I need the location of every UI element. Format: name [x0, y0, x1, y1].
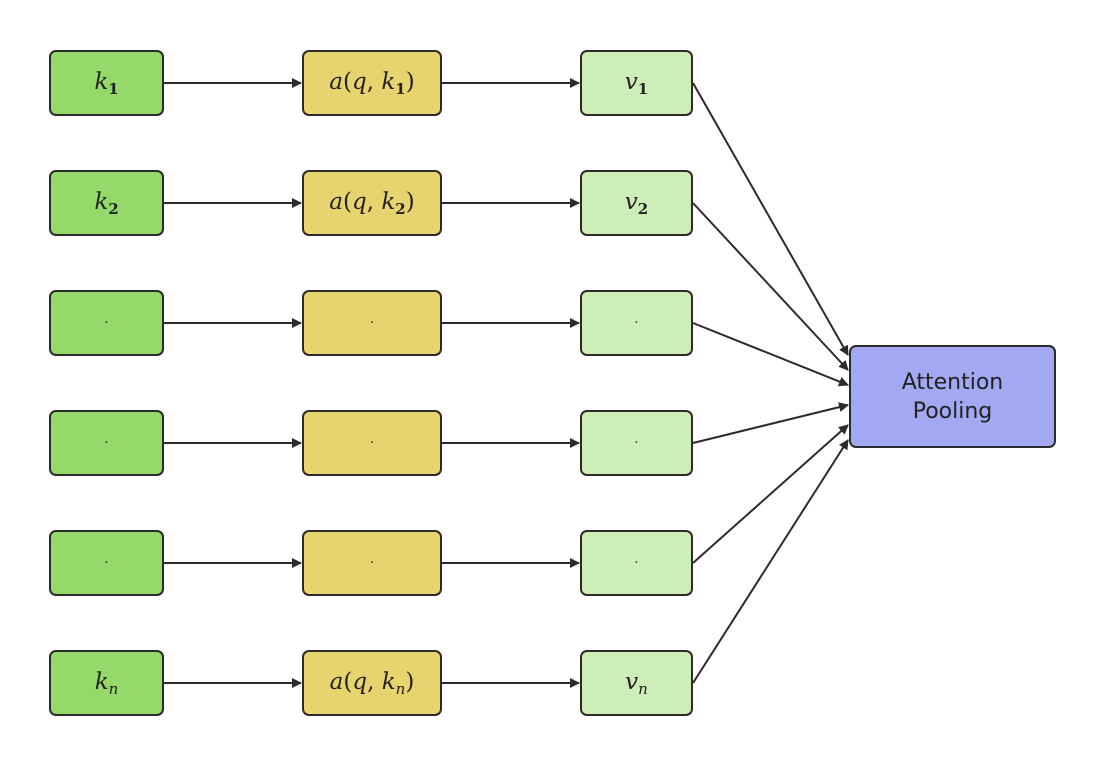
key-label-2: k2: [94, 188, 119, 218]
arrow-value-to-pooling-3: [692, 322, 849, 387]
ellipsis-dot: ·: [104, 315, 109, 331]
key-node-n: kn: [49, 650, 164, 716]
arrow-value-to-pooling-6: [692, 439, 849, 684]
key-node-ellipsis-2: ·: [49, 410, 164, 476]
score-label-1: a(q, k1): [329, 68, 415, 98]
key-label-n: kn: [94, 668, 119, 698]
pooling-label-line2: Pooling: [912, 398, 993, 424]
ellipsis-dot: ·: [104, 555, 109, 571]
ellipsis-dot: ·: [634, 555, 639, 571]
value-node-ellipsis-3: ·: [580, 530, 693, 596]
pooling-label-line1: Attention: [901, 369, 1004, 395]
key-label-1: k1: [94, 68, 119, 98]
score-label-n: a(q, kn): [329, 668, 415, 698]
key-node-2: k2: [49, 170, 164, 236]
ellipsis-dot: ·: [369, 315, 375, 331]
arrow-value-to-pooling-5: [692, 424, 849, 564]
value-label-2: v2: [624, 188, 649, 218]
score-node-ellipsis-2: ·: [302, 410, 442, 476]
key-node-ellipsis-3: ·: [49, 530, 164, 596]
arrow-value-to-pooling-2: [692, 202, 849, 371]
score-node-1: a(q, k1): [302, 50, 442, 116]
score-node-2: a(q, k2): [302, 170, 442, 236]
value-label-n: vn: [625, 668, 648, 698]
value-node-ellipsis-2: ·: [580, 410, 693, 476]
value-node-2: v2: [580, 170, 693, 236]
value-node-1: v1: [580, 50, 693, 116]
ellipsis-dot: ·: [634, 435, 639, 451]
value-node-n: vn: [580, 650, 693, 716]
value-node-ellipsis-1: ·: [580, 290, 693, 356]
value-label-1: v1: [624, 68, 649, 98]
attention-pooling-node: Attention Pooling: [849, 345, 1056, 448]
key-node-1: k1: [49, 50, 164, 116]
score-node-ellipsis-3: ·: [302, 530, 442, 596]
arrow-value-to-pooling-1: [692, 82, 849, 356]
score-node-ellipsis-1: ·: [302, 290, 442, 356]
score-label-2: a(q, k2): [329, 188, 415, 218]
ellipsis-dot: ·: [634, 315, 639, 331]
arrow-value-to-pooling-4: [692, 402, 849, 444]
ellipsis-dot: ·: [369, 435, 375, 451]
ellipsis-dot: ·: [369, 555, 375, 571]
key-node-ellipsis-1: ·: [49, 290, 164, 356]
ellipsis-dot: ·: [104, 435, 109, 451]
score-node-n: a(q, kn): [302, 650, 442, 716]
